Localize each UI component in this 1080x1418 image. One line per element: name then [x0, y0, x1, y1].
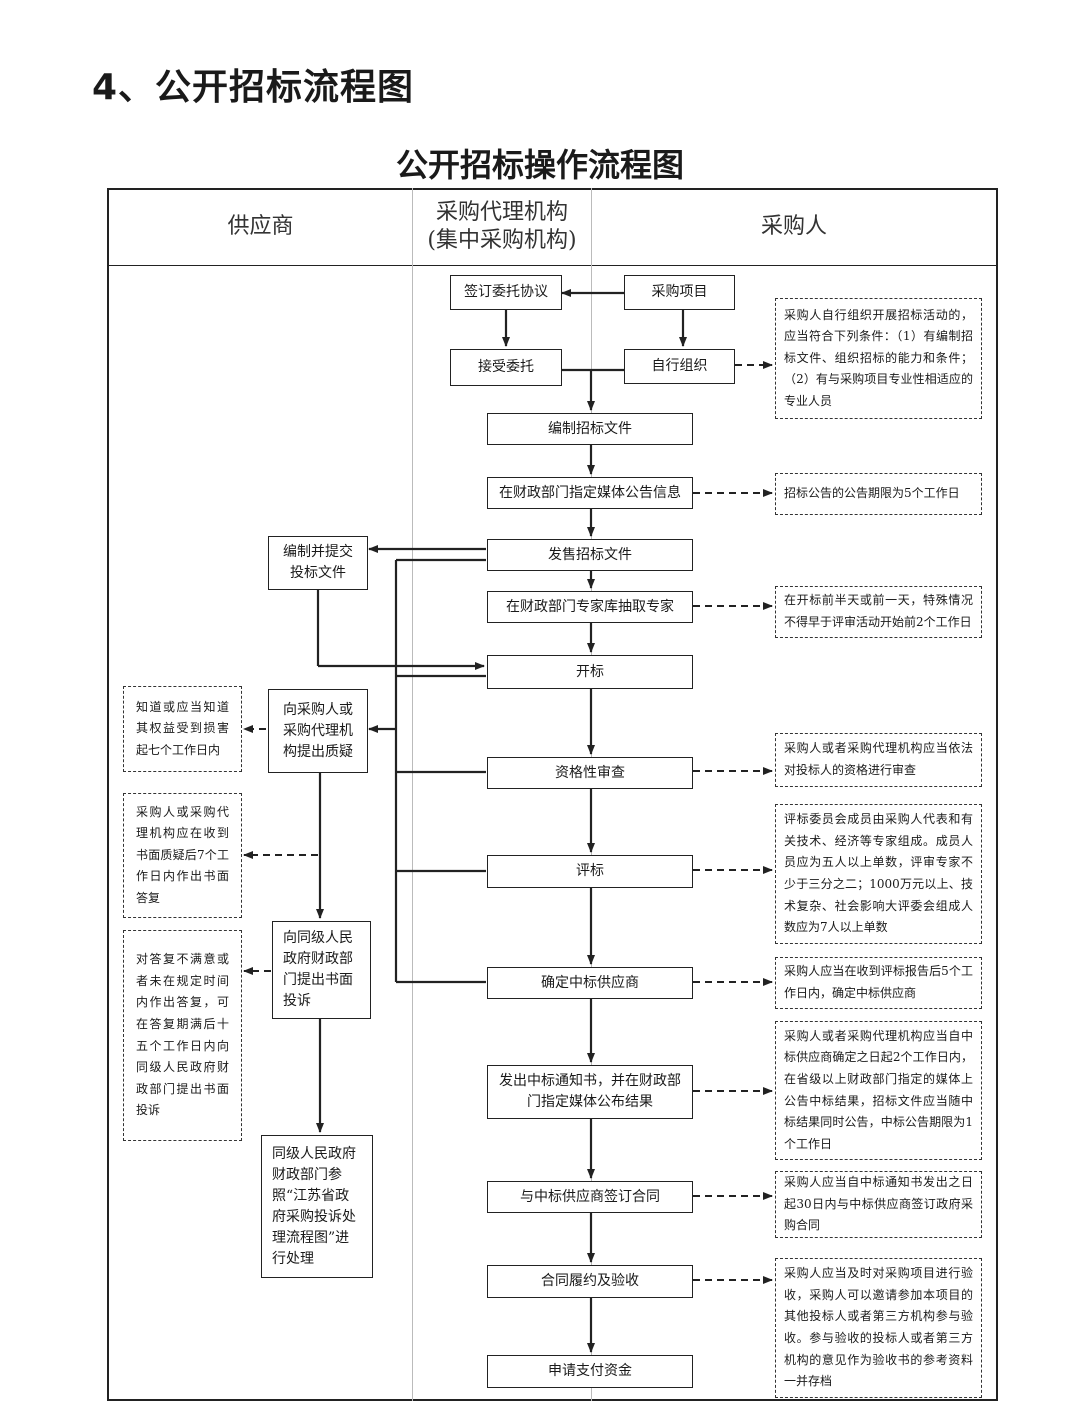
column-header-agency-line1: 采购代理机构	[435, 199, 568, 225]
note-confirm-period: 采购人应当在收到评标报告后5个工作日内，确定中标供应商	[775, 957, 982, 1009]
note-self-organize-conditions: 采购人自行组织开展招标活动的，应当符合下列条件：（1）有编制招标文件、组织招标的…	[775, 298, 982, 419]
step-sign-contract: 与中标供应商签订合同	[487, 1181, 693, 1213]
header-divider	[107, 265, 998, 266]
note-committee: 评标委员会成员由采购人代表和有关技术、经济等专家组成。成员人员应为五人以上单数，…	[775, 804, 982, 944]
step-accept-entrust: 接受委托	[450, 349, 562, 386]
column-header-purchaser: 采购人	[760, 213, 827, 239]
note-complaint-deadline: 对答复不满意或者未在规定时间内作出答复，可在答复期满后十五个工作日内向同级人民政…	[123, 930, 242, 1141]
column-header-agency: 采购代理机构 (集中采购机构)	[413, 188, 591, 265]
flowchart-title: 公开招标操作流程图	[395, 146, 684, 184]
note-reply-deadline: 采购人或采购代理机构应在收到书面质疑后7个工作日内作出书面答复	[123, 793, 242, 918]
note-contract-period: 采购人应当自中标通知书发出之日起30日内与中标供应商签订政府采购合同	[775, 1171, 982, 1238]
step-notify-winner: 发出中标通知书，并在财政部门指定媒体公布结果	[487, 1065, 693, 1119]
note-expert-time: 在开标前半天或前一天，特殊情况不得早于评审活动开始前2个工作日	[775, 586, 982, 638]
note-query-deadline: 知道或应当知道其权益受到损害起七个工作日内	[123, 686, 242, 772]
step-evaluate: 评标	[487, 855, 693, 888]
step-qualification: 资格性审查	[487, 757, 693, 789]
step-apply-payment: 申请支付资金	[487, 1355, 693, 1388]
step-determine-winner: 确定中标供应商	[487, 967, 693, 999]
supplier-raise-query: 向采购人或采购代理机构提出质疑	[268, 689, 368, 773]
supplier-handling: 同级人民政府财政部门参照“江苏省政府采购投诉处理流程图”进行处理	[261, 1135, 373, 1278]
column-header-agency-line2: (集中采购机构)	[427, 227, 577, 253]
step-open-bids: 开标	[487, 655, 693, 689]
note-notice-period: 采购人或者采购代理机构应当自中标供应商确定之日起2个工作日内，在省级以上财政部门…	[775, 1021, 982, 1160]
step-sign-agreement: 签订委托协议	[450, 275, 562, 310]
page-heading: 4、公开招标流程图	[92, 67, 415, 108]
step-publish-info: 在财政部门指定媒体公告信息	[487, 477, 693, 509]
step-sell-docs: 发售招标文件	[487, 539, 693, 571]
step-draw-experts: 在财政部门专家库抽取专家	[487, 591, 693, 623]
step-purchase-project: 采购项目	[624, 275, 735, 310]
column-header-supplier: 供应商	[227, 213, 294, 239]
note-announce-period: 招标公告的公告期限为5个工作日	[775, 473, 982, 515]
note-qualification-review: 采购人或者采购代理机构应当依法对投标人的资格进行审查	[775, 733, 982, 787]
flowchart-frame	[107, 188, 998, 1401]
step-self-organize: 自行组织	[624, 349, 735, 384]
supplier-submit-bid: 编制并提交投标文件	[268, 536, 368, 590]
step-prepare-docs: 编制招标文件	[487, 413, 693, 445]
supplier-complain: 向同级人民政府财政部门提出书面投诉	[272, 921, 371, 1019]
note-acceptance: 采购人应当及时对采购项目进行验收，采购人可以邀请参加本项目的其他投标人或者第三方…	[775, 1258, 982, 1398]
lane-divider-left	[412, 188, 413, 1401]
step-perform-accept: 合同履约及验收	[487, 1265, 693, 1298]
